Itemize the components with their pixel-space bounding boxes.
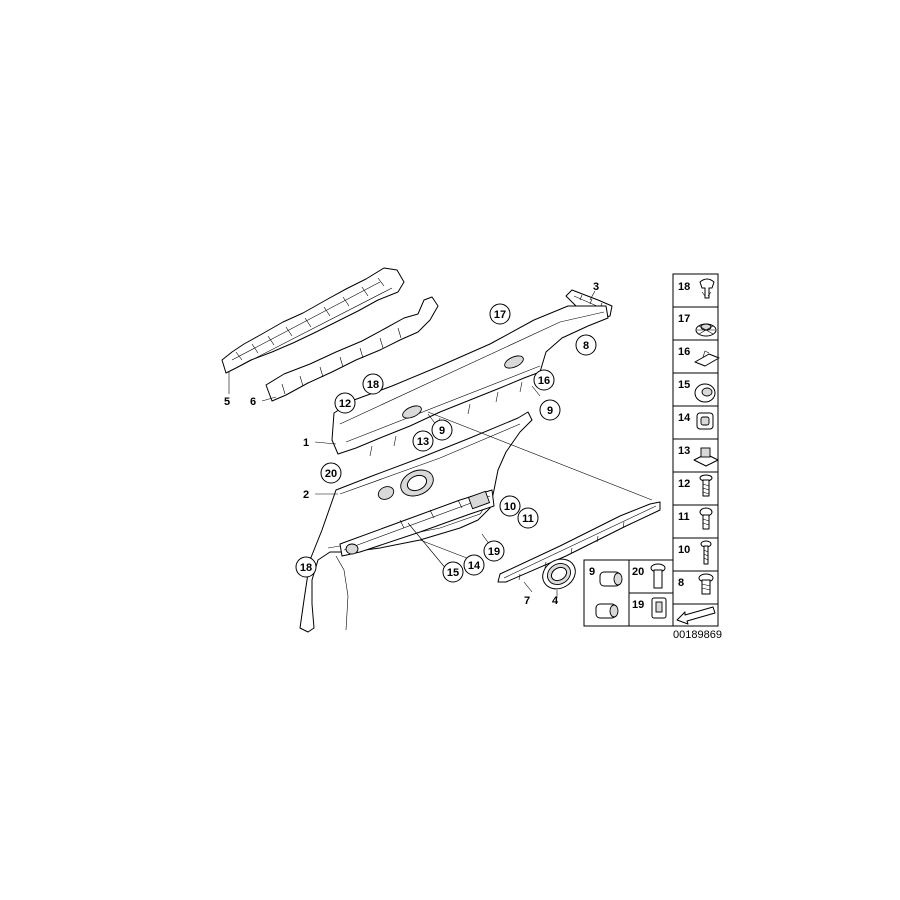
svg-text:16: 16 [538,375,550,387]
plug-9-icon [595,571,623,619]
svg-text:11: 11 [678,511,690,523]
svg-text:11: 11 [522,513,534,525]
leader-6 [261,396,277,402]
grommet-17-icon [695,323,717,337]
circle-11: 11 [517,507,539,529]
leader-15 [407,522,448,571]
svg-text:10: 10 [504,501,516,513]
svg-text:14: 14 [468,560,481,572]
svg-text:16: 16 [678,346,690,358]
svg-text:20: 20 [632,566,644,578]
svg-text:18: 18 [678,281,690,293]
svg-text:13: 13 [417,436,429,448]
circle-9a: 9 [431,419,453,441]
circle-12: 12 [334,392,356,414]
circle-9b: 9 [539,399,561,421]
clip-14-icon [696,412,714,430]
nut-13-icon [693,447,719,467]
legend-row-12: 12 [672,471,719,506]
callout-5: 5 [224,396,230,408]
callout-2: 2 [303,489,309,501]
part-5-insulation [221,267,405,374]
callout-7: 7 [524,595,530,607]
clip-18-icon [699,278,715,299]
screw-10-icon [700,540,712,565]
screw-12-icon [699,474,713,497]
svg-text:12: 12 [339,398,351,410]
circle-18a: 18 [362,373,384,395]
leader-3 [589,290,596,301]
svg-text:8: 8 [678,577,684,589]
svg-text:17: 17 [494,309,506,321]
leader-1 [314,441,337,445]
part-4-cover-ring [542,558,576,590]
legend-row-15: 15 [672,372,719,407]
svg-text:13: 13 [678,445,690,457]
bolt-8-icon [698,573,714,595]
svg-text:9: 9 [439,425,445,437]
fastener-legend: 18 17 16 15 14 13 [583,273,720,627]
svg-text:19: 19 [632,599,644,611]
circle-15: 15 [442,561,464,583]
svg-text:12: 12 [678,478,690,490]
legend-row-14: 14 [672,405,719,440]
circle-20: 20 [320,462,342,484]
leader-7 [523,581,533,593]
svg-text:17: 17 [678,313,690,325]
part-6-insulation [265,296,439,402]
legend-row-10: 10 [672,537,719,572]
svg-text:19: 19 [488,546,500,558]
image-id: 00189869 [673,629,722,641]
svg-text:14: 14 [678,412,691,424]
svg-text:9: 9 [547,405,553,417]
legend-row-17: 17 [672,306,719,341]
arrow-icon [676,606,716,625]
circle-16: 16 [533,369,555,391]
callout-4: 4 [552,595,559,607]
circle-18b: 18 [295,556,317,578]
legend-row-16: 16 [672,339,720,374]
cover-15-icon [694,383,716,403]
svg-text:18: 18 [300,562,312,574]
svg-text:8: 8 [583,340,589,352]
callout-1: 1 [303,437,309,449]
clip-16-icon [694,350,720,367]
callout-3: 3 [593,281,599,293]
circle-8: 8 [575,334,597,356]
circle-10: 10 [499,495,521,517]
svg-text:20: 20 [325,468,337,480]
leader-9b [531,385,541,397]
leader-14 [419,539,473,561]
callout-circles: 17 8 16 9 18 12 9 13 20 10 11 19 14 15 1… [295,303,597,583]
svg-text:9: 9 [589,566,595,578]
circle-17: 17 [489,303,511,325]
part-2-lower-trim [299,411,533,633]
circle-13: 13 [412,430,434,452]
pin-20-icon [650,563,666,589]
legend-arrow-cell [672,603,719,627]
svg-text:18: 18 [367,379,379,391]
legend-row-18: 18 [672,273,719,308]
svg-text:10: 10 [678,544,690,556]
legend-row-13: 13 [672,438,719,473]
callout-6: 6 [250,396,256,408]
circle-19: 19 [483,540,505,562]
part-7-sill-strip [497,501,661,583]
clip-19-icon [651,597,667,619]
legend-bottom-block: 9 20 19 [583,559,674,627]
svg-text:15: 15 [447,567,459,579]
circle-14: 14 [463,554,485,576]
leader-7a [427,411,653,501]
legend-row-8: 8 [672,570,719,605]
svg-text:15: 15 [678,379,690,391]
legend-row-11: 11 [672,504,719,539]
screw-11-icon [699,507,713,530]
